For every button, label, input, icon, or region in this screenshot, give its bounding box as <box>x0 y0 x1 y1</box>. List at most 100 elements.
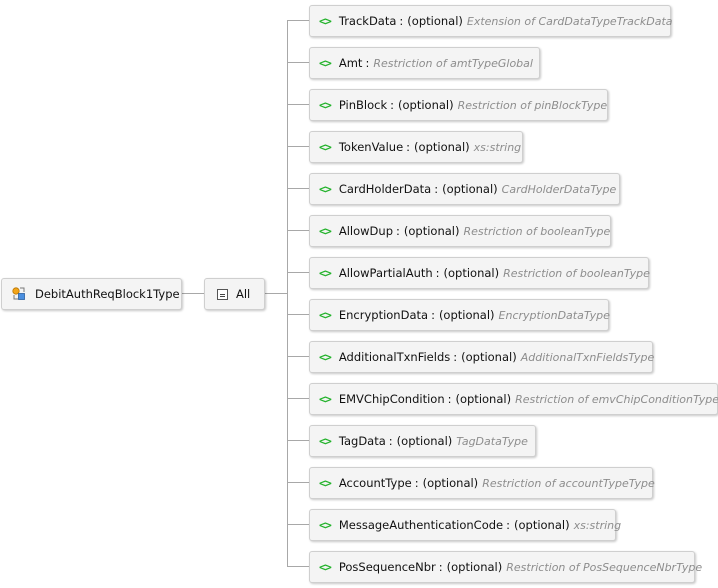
element-icon: <> <box>319 392 332 406</box>
element-icon: <> <box>319 518 332 532</box>
element-separator: : <box>414 476 419 490</box>
element-name: PosSequenceNbr <box>338 560 436 574</box>
element-type: Restriction of booleanType <box>463 224 611 238</box>
element-type: Restriction of PosSequenceNbrType <box>506 560 703 574</box>
element-optional-flag: (optional) <box>446 560 503 574</box>
element-name: EMVChipCondition <box>338 392 445 406</box>
connector-element <box>287 356 309 357</box>
element-node[interactable]: <> EMVChipCondition:(optional)Restriction… <box>309 383 718 415</box>
connector-element <box>287 524 309 525</box>
element-node[interactable]: <> TokenValue:(optional)xs:string <box>309 131 523 163</box>
element-icon: <> <box>319 434 332 448</box>
element-optional-flag: (optional) <box>438 308 495 322</box>
element-icon: <> <box>319 308 332 322</box>
element-optional-flag: (optional) <box>398 98 454 112</box>
element-node[interactable]: <>AllowDup:(optional)Restriction of bool… <box>309 215 611 247</box>
connector-element <box>287 62 309 63</box>
connector-element <box>287 398 309 399</box>
connector-vertical-trunk <box>287 20 288 567</box>
root-type-node[interactable]: DebitAuthReqBlock1Type <box>1 278 182 310</box>
element-node[interactable]: <>PosSequenceNbr:(optional)Restriction o… <box>309 551 702 583</box>
element-node[interactable]: <> MessageAuthenticationCode: (optional)xs… <box>309 509 621 541</box>
element-optional-flag: (optional) <box>455 392 512 406</box>
element-node[interactable]: <> EncryptionData:(optional)EncryptionDat… <box>309 299 610 331</box>
element-optional-flag: (optional) <box>514 518 570 532</box>
element-separator: : <box>406 140 411 154</box>
element-node[interactable]: <>AccountType:(optional)Restriction of a… <box>309 467 655 499</box>
element-icon: <> <box>319 350 332 364</box>
element-name: TagData <box>338 434 386 448</box>
connector-root-group <box>182 293 204 294</box>
connector-element <box>287 440 309 441</box>
connector-group-trunk <box>265 293 287 294</box>
element-node[interactable]: <>TrackData:(optional)Extension of CardD… <box>309 5 673 37</box>
element-node[interactable]: <>Amt:Restriction of amtTypeGlobal <box>309 47 540 79</box>
element-separator: : <box>399 14 404 28</box>
element-separator: : <box>447 392 452 406</box>
element-name: CardHolderData <box>338 182 432 196</box>
element-name: TokenValue <box>338 140 404 154</box>
element-type: TagDataType <box>456 434 528 448</box>
element-separator: : <box>506 518 510 532</box>
element-node[interactable]: <> AdditionalTxnFields:(optional)Addition… <box>309 341 655 373</box>
element-separator: : <box>434 182 439 196</box>
element-type: AdditionalTxnFieldsType <box>520 350 655 364</box>
all-group-label: All <box>236 287 251 301</box>
element-separator: : <box>365 56 370 70</box>
element-optional-flag: (optional) <box>442 182 498 196</box>
element-type: Restriction of accountTypeType <box>482 476 655 490</box>
element-type: Restriction of pinBlockType <box>457 98 608 112</box>
all-group-node[interactable]: All <box>204 278 265 310</box>
root-type-label: DebitAuthReqBlock1Type <box>35 287 180 301</box>
element-optional-flag: (optional) <box>443 266 500 280</box>
element-node[interactable]: <> PinBlock:(optional)Restriction of pinB… <box>309 89 608 121</box>
element-icon: <> <box>319 14 332 28</box>
connector-element <box>287 104 309 105</box>
element-separator: : <box>388 434 393 448</box>
element-node[interactable]: <> CardHolderData:(optional)CardHolderDat… <box>309 173 620 205</box>
element-optional-flag: (optional) <box>403 224 460 238</box>
element-optional-flag: (optional) <box>396 434 453 448</box>
all-compositor-icon <box>217 288 228 300</box>
element-name: MessageAuthenticationCode <box>338 518 504 532</box>
element-name: TrackData <box>338 14 397 28</box>
element-type: CardHolderDataType <box>501 182 617 196</box>
element-node[interactable]: <> TagData:(optional)TagDataType <box>309 425 536 457</box>
element-icon: <> <box>319 182 332 196</box>
connector-element <box>287 188 309 189</box>
connector-element <box>287 146 309 147</box>
element-separator: : <box>438 560 443 574</box>
element-icon: <> <box>319 224 332 238</box>
element-type: EncryptionDataType <box>498 308 610 322</box>
connector-element <box>287 20 309 21</box>
element-separator: : <box>396 224 400 238</box>
element-separator: : <box>453 350 458 364</box>
connector-element <box>287 482 309 483</box>
element-optional-flag: (optional) <box>422 476 479 490</box>
element-separator: : <box>435 266 440 280</box>
element-type: Restriction of emvChipConditionType <box>515 392 718 406</box>
element-name: Amt <box>338 56 363 70</box>
element-type: xs:string <box>573 518 622 532</box>
element-separator: : <box>431 308 435 322</box>
element-separator: : <box>390 98 395 112</box>
connector-element <box>287 230 309 231</box>
element-icon: <> <box>319 98 332 112</box>
element-name: AccountType <box>338 476 412 490</box>
element-optional-flag: (optional) <box>407 14 463 28</box>
element-name: PinBlock <box>338 98 388 112</box>
element-node[interactable]: <>AllowPartialAuth:(optional)Restriction… <box>309 257 650 289</box>
element-icon: <> <box>319 140 332 154</box>
element-optional-flag: (optional) <box>461 350 517 364</box>
element-icon: <> <box>319 266 332 280</box>
element-type: xs:string <box>473 140 522 154</box>
element-name: AdditionalTxnFields <box>338 350 451 364</box>
element-type: Restriction of amtTypeGlobal <box>373 56 533 70</box>
complex-type-icon <box>11 286 27 302</box>
element-name: AllowPartialAuth <box>338 266 433 280</box>
element-name: EncryptionData <box>338 308 429 322</box>
connector-element <box>287 566 309 567</box>
element-optional-flag: (optional) <box>414 140 470 154</box>
connector-element <box>287 272 309 273</box>
